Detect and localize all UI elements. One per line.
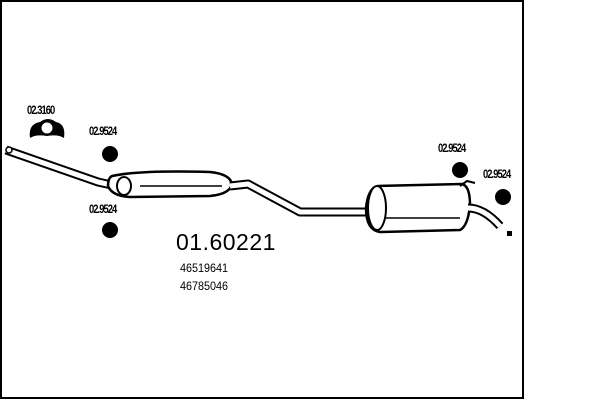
rubber-mount-icon <box>452 162 468 178</box>
component-label: 02.3160 <box>27 103 55 117</box>
tail-pipe <box>467 203 512 236</box>
oem-number: 46519641 <box>180 261 229 275</box>
component-label: 02.9524 <box>483 167 511 181</box>
clamp-icon <box>29 119 65 138</box>
rubber-mount-icon <box>495 189 511 205</box>
component-label: 02.9524 <box>438 141 466 155</box>
oem-number: 46785046 <box>180 279 229 293</box>
rubber-mount-icon <box>102 146 118 162</box>
front-pipe <box>4 145 117 191</box>
middle-muffler <box>106 170 234 199</box>
rear-muffler <box>364 179 476 234</box>
component-label: 02.9524 <box>89 124 117 138</box>
frame-border <box>0 0 524 399</box>
intermediate-pipe <box>229 179 368 217</box>
part-number: 01.60221 <box>176 229 276 255</box>
component-label: 02.9524 <box>89 202 117 216</box>
rubber-mount-icon <box>102 222 118 238</box>
